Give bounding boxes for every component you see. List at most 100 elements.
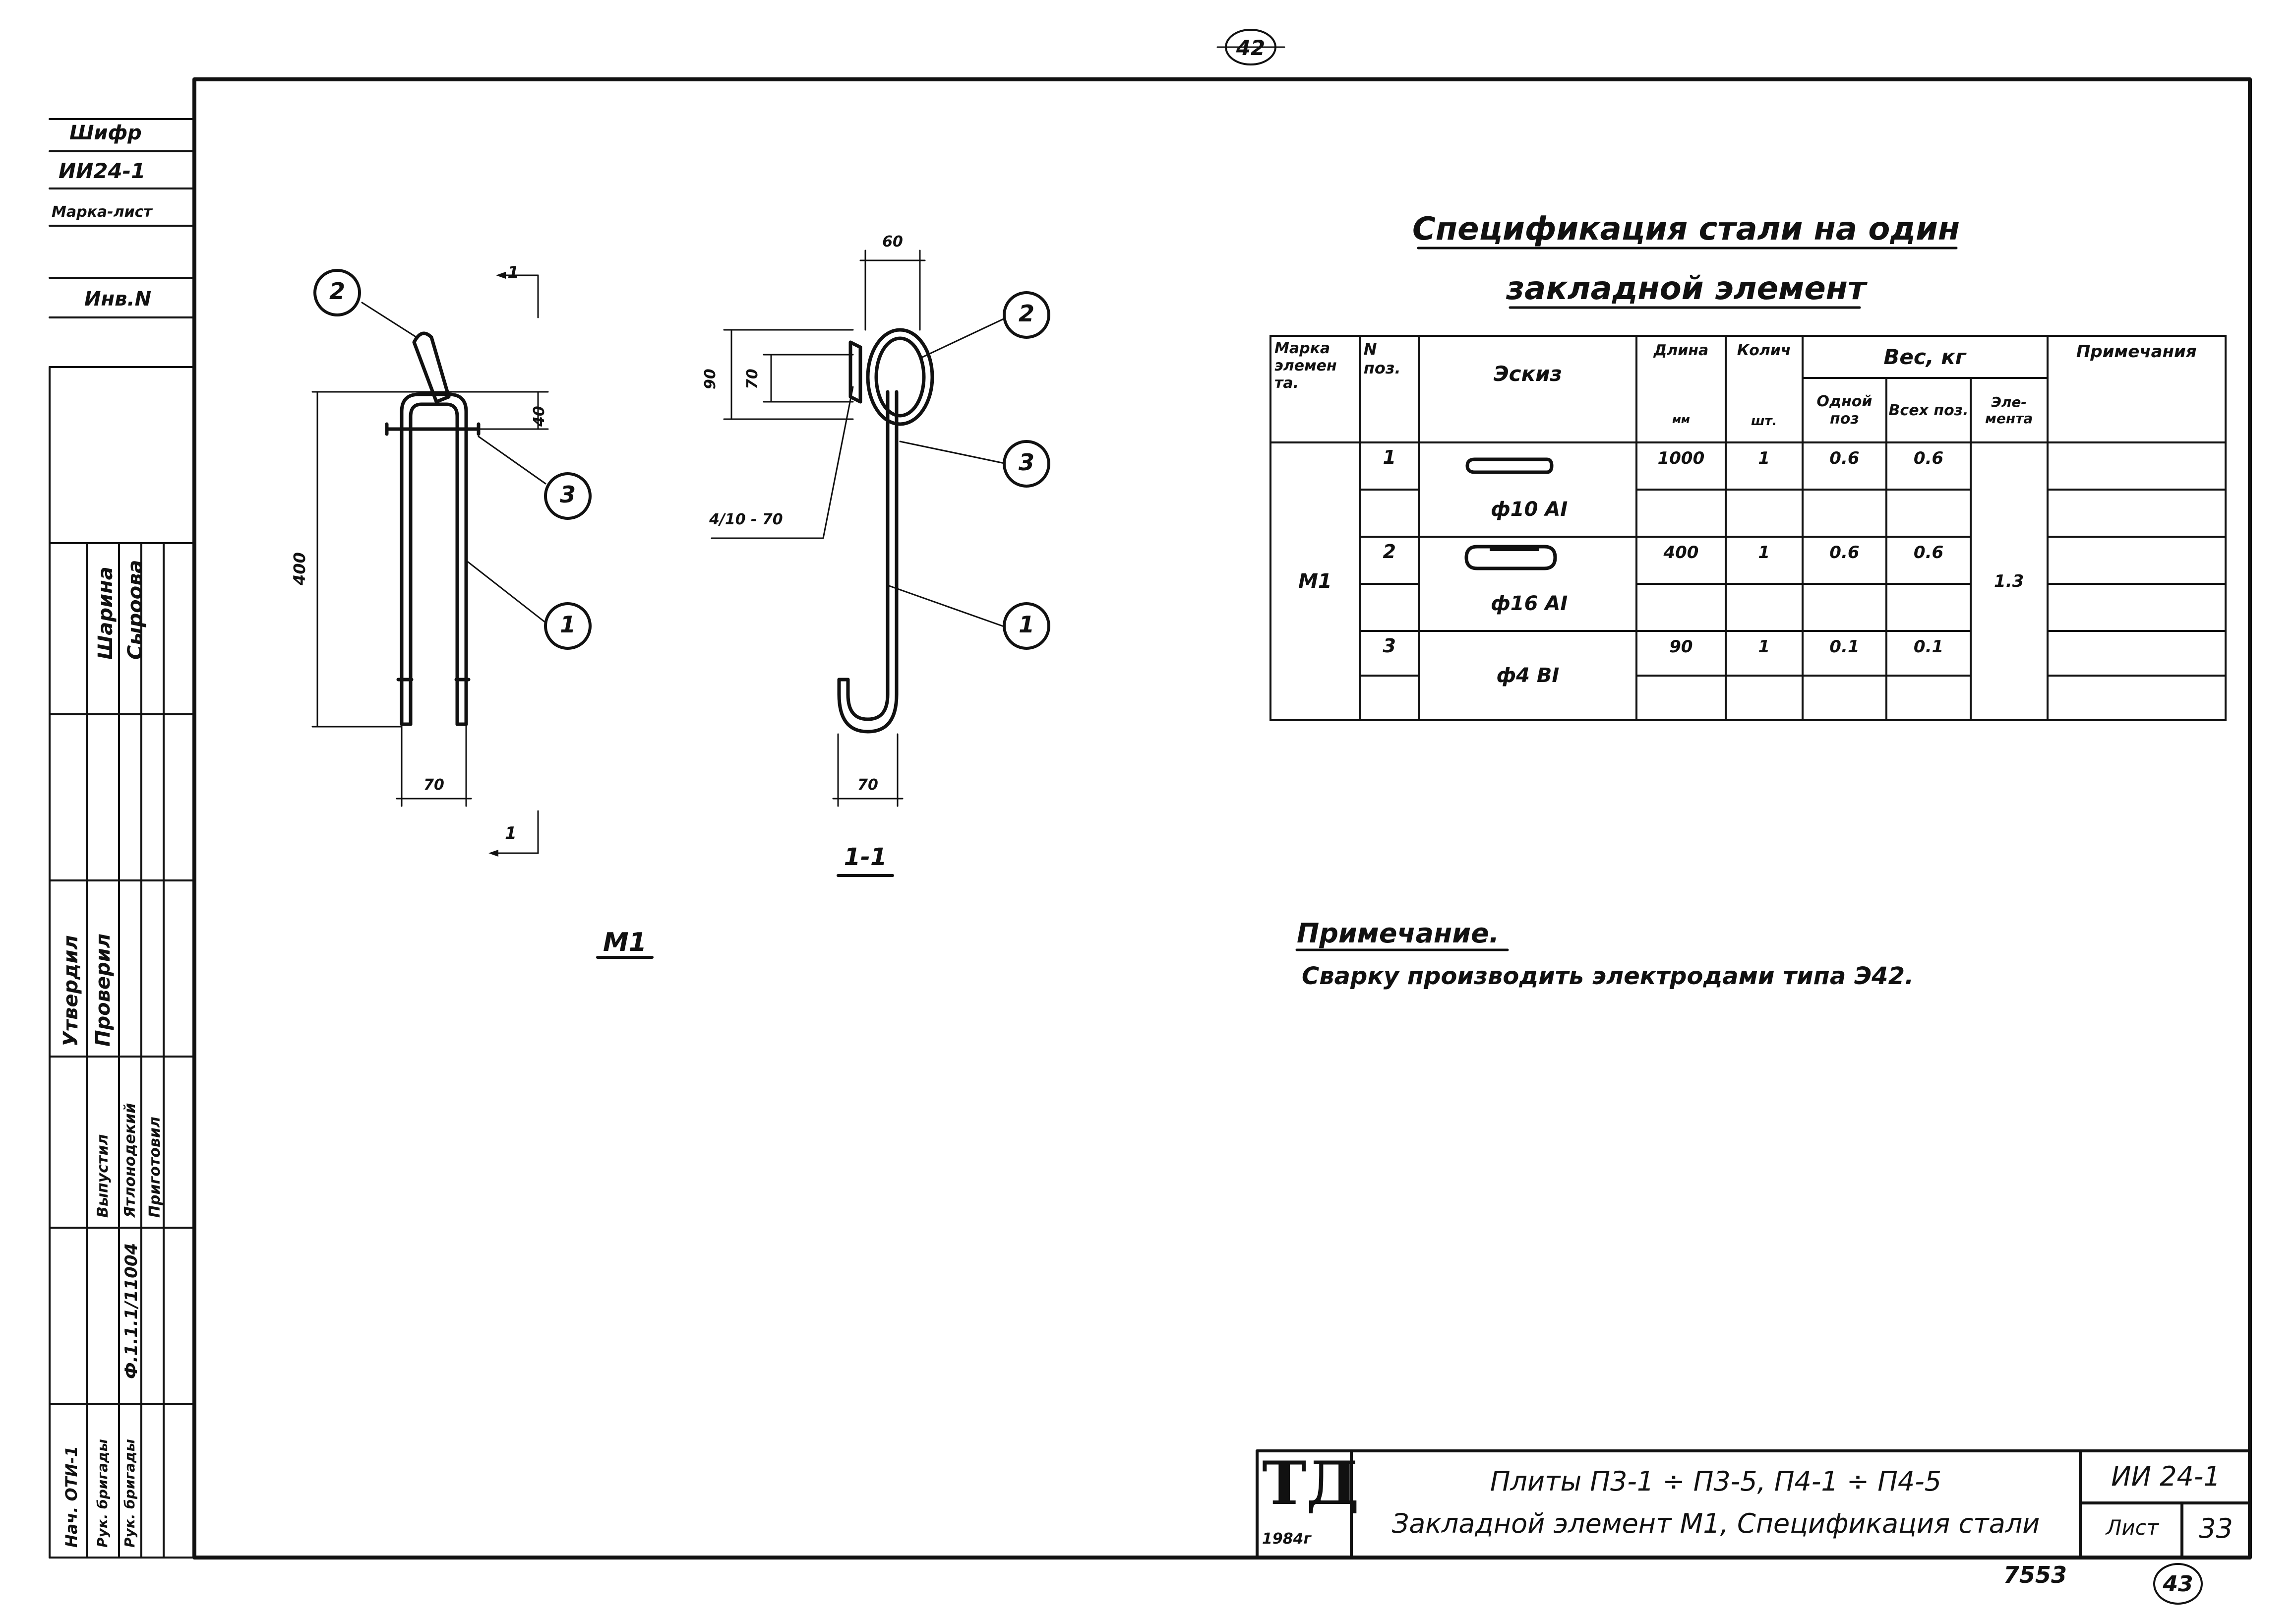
- steel-grade: ф10 АI: [1491, 498, 1568, 521]
- callout-label: 2: [329, 278, 345, 305]
- header-sketch: Эскиз: [1418, 335, 1638, 443]
- dimension-40: 40: [531, 406, 548, 427]
- header-qty-label: Колич: [1737, 342, 1791, 359]
- header-length-label: Длина: [1653, 342, 1709, 359]
- title-line-2: Закладной элемент М1, Спецификация стали: [1391, 1508, 2040, 1539]
- header-weight-all: Всех поз.: [1885, 377, 1972, 443]
- header-mark: Марка элемен та.: [1269, 335, 1361, 443]
- td-logo: ТД: [1262, 1448, 1359, 1518]
- callout-label: 3: [559, 481, 576, 508]
- sheet-label: Лист: [2106, 1515, 2159, 1540]
- empty-cell: [1724, 583, 1804, 632]
- note-cell: [2046, 675, 2227, 721]
- element-mark-cell: М1: [1269, 441, 1361, 721]
- weight-one-cell: 0.1: [1801, 630, 1888, 677]
- spec-title-line-2: закладной элемент: [1506, 270, 1867, 307]
- qty-cell: 1: [1724, 630, 1804, 677]
- pos-cell: 2: [1358, 536, 1420, 585]
- front-view-dims: [311, 274, 549, 854]
- sheet-number: 33: [2199, 1513, 2233, 1544]
- left-strip-role-1: Утвердил: [60, 935, 82, 1047]
- empty-cell: [1358, 489, 1420, 538]
- note-cell: [2046, 630, 2227, 677]
- empty-cell: [1885, 583, 1972, 632]
- dimension-90: 90: [702, 369, 719, 389]
- weld-label: 4/10 - 70: [709, 511, 783, 528]
- length-cell: 90: [1635, 630, 1727, 677]
- title-year: 1984г: [1262, 1530, 1312, 1548]
- title-block-lines: [1256, 1449, 2251, 1559]
- page-number-top: 42: [1236, 36, 1266, 60]
- spec-title-line-1: Спецификация стали на один: [1412, 211, 1960, 248]
- dimension-70-front: 70: [423, 776, 444, 794]
- header-weight: Вес, кг: [1801, 335, 2049, 379]
- header-qty: Колич шт.: [1724, 335, 1804, 443]
- note-cell: [2046, 583, 2227, 632]
- empty-cell: [1801, 489, 1888, 538]
- table-row: [1270, 489, 2227, 538]
- note-cell: [2046, 489, 2227, 538]
- length-cell: 400: [1635, 536, 1727, 585]
- inventory-label: Инв.N: [84, 288, 152, 311]
- callout-1-front: [544, 602, 592, 650]
- note-cell: [2046, 441, 2227, 491]
- dimension-70-section: 70: [744, 369, 761, 389]
- cipher-value: ИИ24-1: [59, 159, 146, 183]
- document-code: ИИ 24-1: [2111, 1461, 2221, 1492]
- empty-cell: [1724, 675, 1804, 721]
- section-view-bars: [837, 328, 934, 734]
- left-strip-lower-2: Ятлонодекий: [121, 1103, 139, 1218]
- spec-header-row: Марка элемен та. N поз. Эскиз Длина мм К…: [1269, 335, 2227, 443]
- empty-cell: [1635, 583, 1727, 632]
- empty-cell: [1635, 675, 1727, 721]
- left-strip-stamp-2: Рук. бригады: [94, 1439, 111, 1548]
- table-row: М1 1 ф10 АI 1000 1 0.6 0.6 1.3: [1269, 441, 2227, 721]
- dimension-400: 400: [290, 552, 309, 585]
- cipher-label: Шифр: [69, 122, 142, 144]
- page-number-circle-top: [1225, 29, 1276, 65]
- sheet-frame: [192, 77, 2252, 1560]
- sketch-cell-1: ф10 АI: [1418, 441, 1638, 538]
- qty-cell: 1: [1724, 441, 1804, 491]
- table-row: 2 ф16 АI 400 1 0.6 0.6: [1270, 536, 2227, 632]
- empty-cell: [1724, 489, 1804, 538]
- table-row: [1270, 675, 2227, 721]
- callout-label: 2: [1018, 300, 1034, 327]
- steel-grade: ф4 ВI: [1418, 630, 1638, 721]
- section-mark-top: 1: [507, 263, 519, 283]
- page-number-bottom: 43: [2163, 1571, 2193, 1597]
- note-cell: [2046, 536, 2227, 585]
- section-mark-bottom: 1: [505, 823, 517, 843]
- header-qty-unit: шт.: [1751, 414, 1777, 429]
- spec-table: Марка элемен та. N поз. Эскиз Длина мм К…: [1269, 335, 2227, 721]
- header-pos: N поз.: [1358, 335, 1420, 443]
- pos-cell: 1: [1358, 441, 1420, 491]
- archive-number: 7553: [2003, 1561, 2067, 1588]
- header-length: Длина мм: [1635, 335, 1727, 443]
- length-cell: 1000: [1635, 441, 1727, 491]
- section-label: 1-1: [844, 843, 887, 871]
- dimension-70-hook: 70: [857, 776, 878, 794]
- callout-label: 1: [559, 611, 576, 638]
- header-note: Примечания: [2046, 335, 2227, 443]
- note-title: Примечание.: [1297, 918, 1500, 949]
- callout-label: 3: [1018, 449, 1034, 476]
- left-strip-lower-1: Выпустил: [94, 1134, 112, 1218]
- element-weight-cell: 1.3: [1969, 441, 2049, 721]
- header-weight-one: Одной поз: [1801, 377, 1888, 443]
- table-row: [1270, 583, 2227, 632]
- steel-grade: ф16 АI: [1491, 592, 1568, 615]
- empty-cell: [1885, 675, 1972, 721]
- sketch-cell-2: ф16 АI: [1418, 536, 1638, 632]
- weight-one-cell: 0.6: [1801, 441, 1888, 491]
- callout-label: 1: [1018, 611, 1034, 638]
- section-view-dims: [711, 250, 1008, 807]
- empty-cell: [1801, 583, 1888, 632]
- weight-one-cell: 0.6: [1801, 536, 1888, 585]
- left-strip-lower-3: Приготовил: [146, 1117, 164, 1218]
- left-strip-name-1: Шарина: [94, 566, 117, 660]
- title-line-1: Плиты П3-1 ÷ П3-5, П4-1 ÷ П4-5: [1490, 1466, 1942, 1497]
- left-strip-stamp-1: Нач. ОТИ-1: [62, 1446, 81, 1548]
